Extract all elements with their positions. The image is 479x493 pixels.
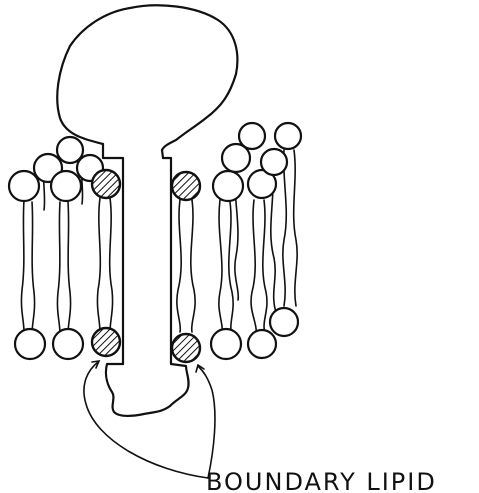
top-leaflet-heads: [9, 123, 301, 201]
boundary-lipid-label: BOUNDARY LIPID: [206, 468, 437, 493]
boundary-lipid-head-top-right: [172, 172, 200, 200]
arrow-to-right-boundary-lipid: [198, 366, 215, 478]
boundary-lipid-heads: [92, 170, 200, 362]
boundary-lipid-head-top-left: [92, 170, 120, 198]
protein-globular-domain: [57, 5, 237, 158]
protein-stalk-right-edge: [163, 158, 171, 364]
bottom-leaflet-heads: [15, 308, 298, 359]
protein-intracellular-loop: [106, 364, 189, 416]
arrow-to-left-boundary-lipid: [84, 362, 208, 478]
boundary-lipid-head-bottom-left: [92, 328, 120, 356]
boundary-lipid-head-bottom-right: [172, 334, 200, 362]
